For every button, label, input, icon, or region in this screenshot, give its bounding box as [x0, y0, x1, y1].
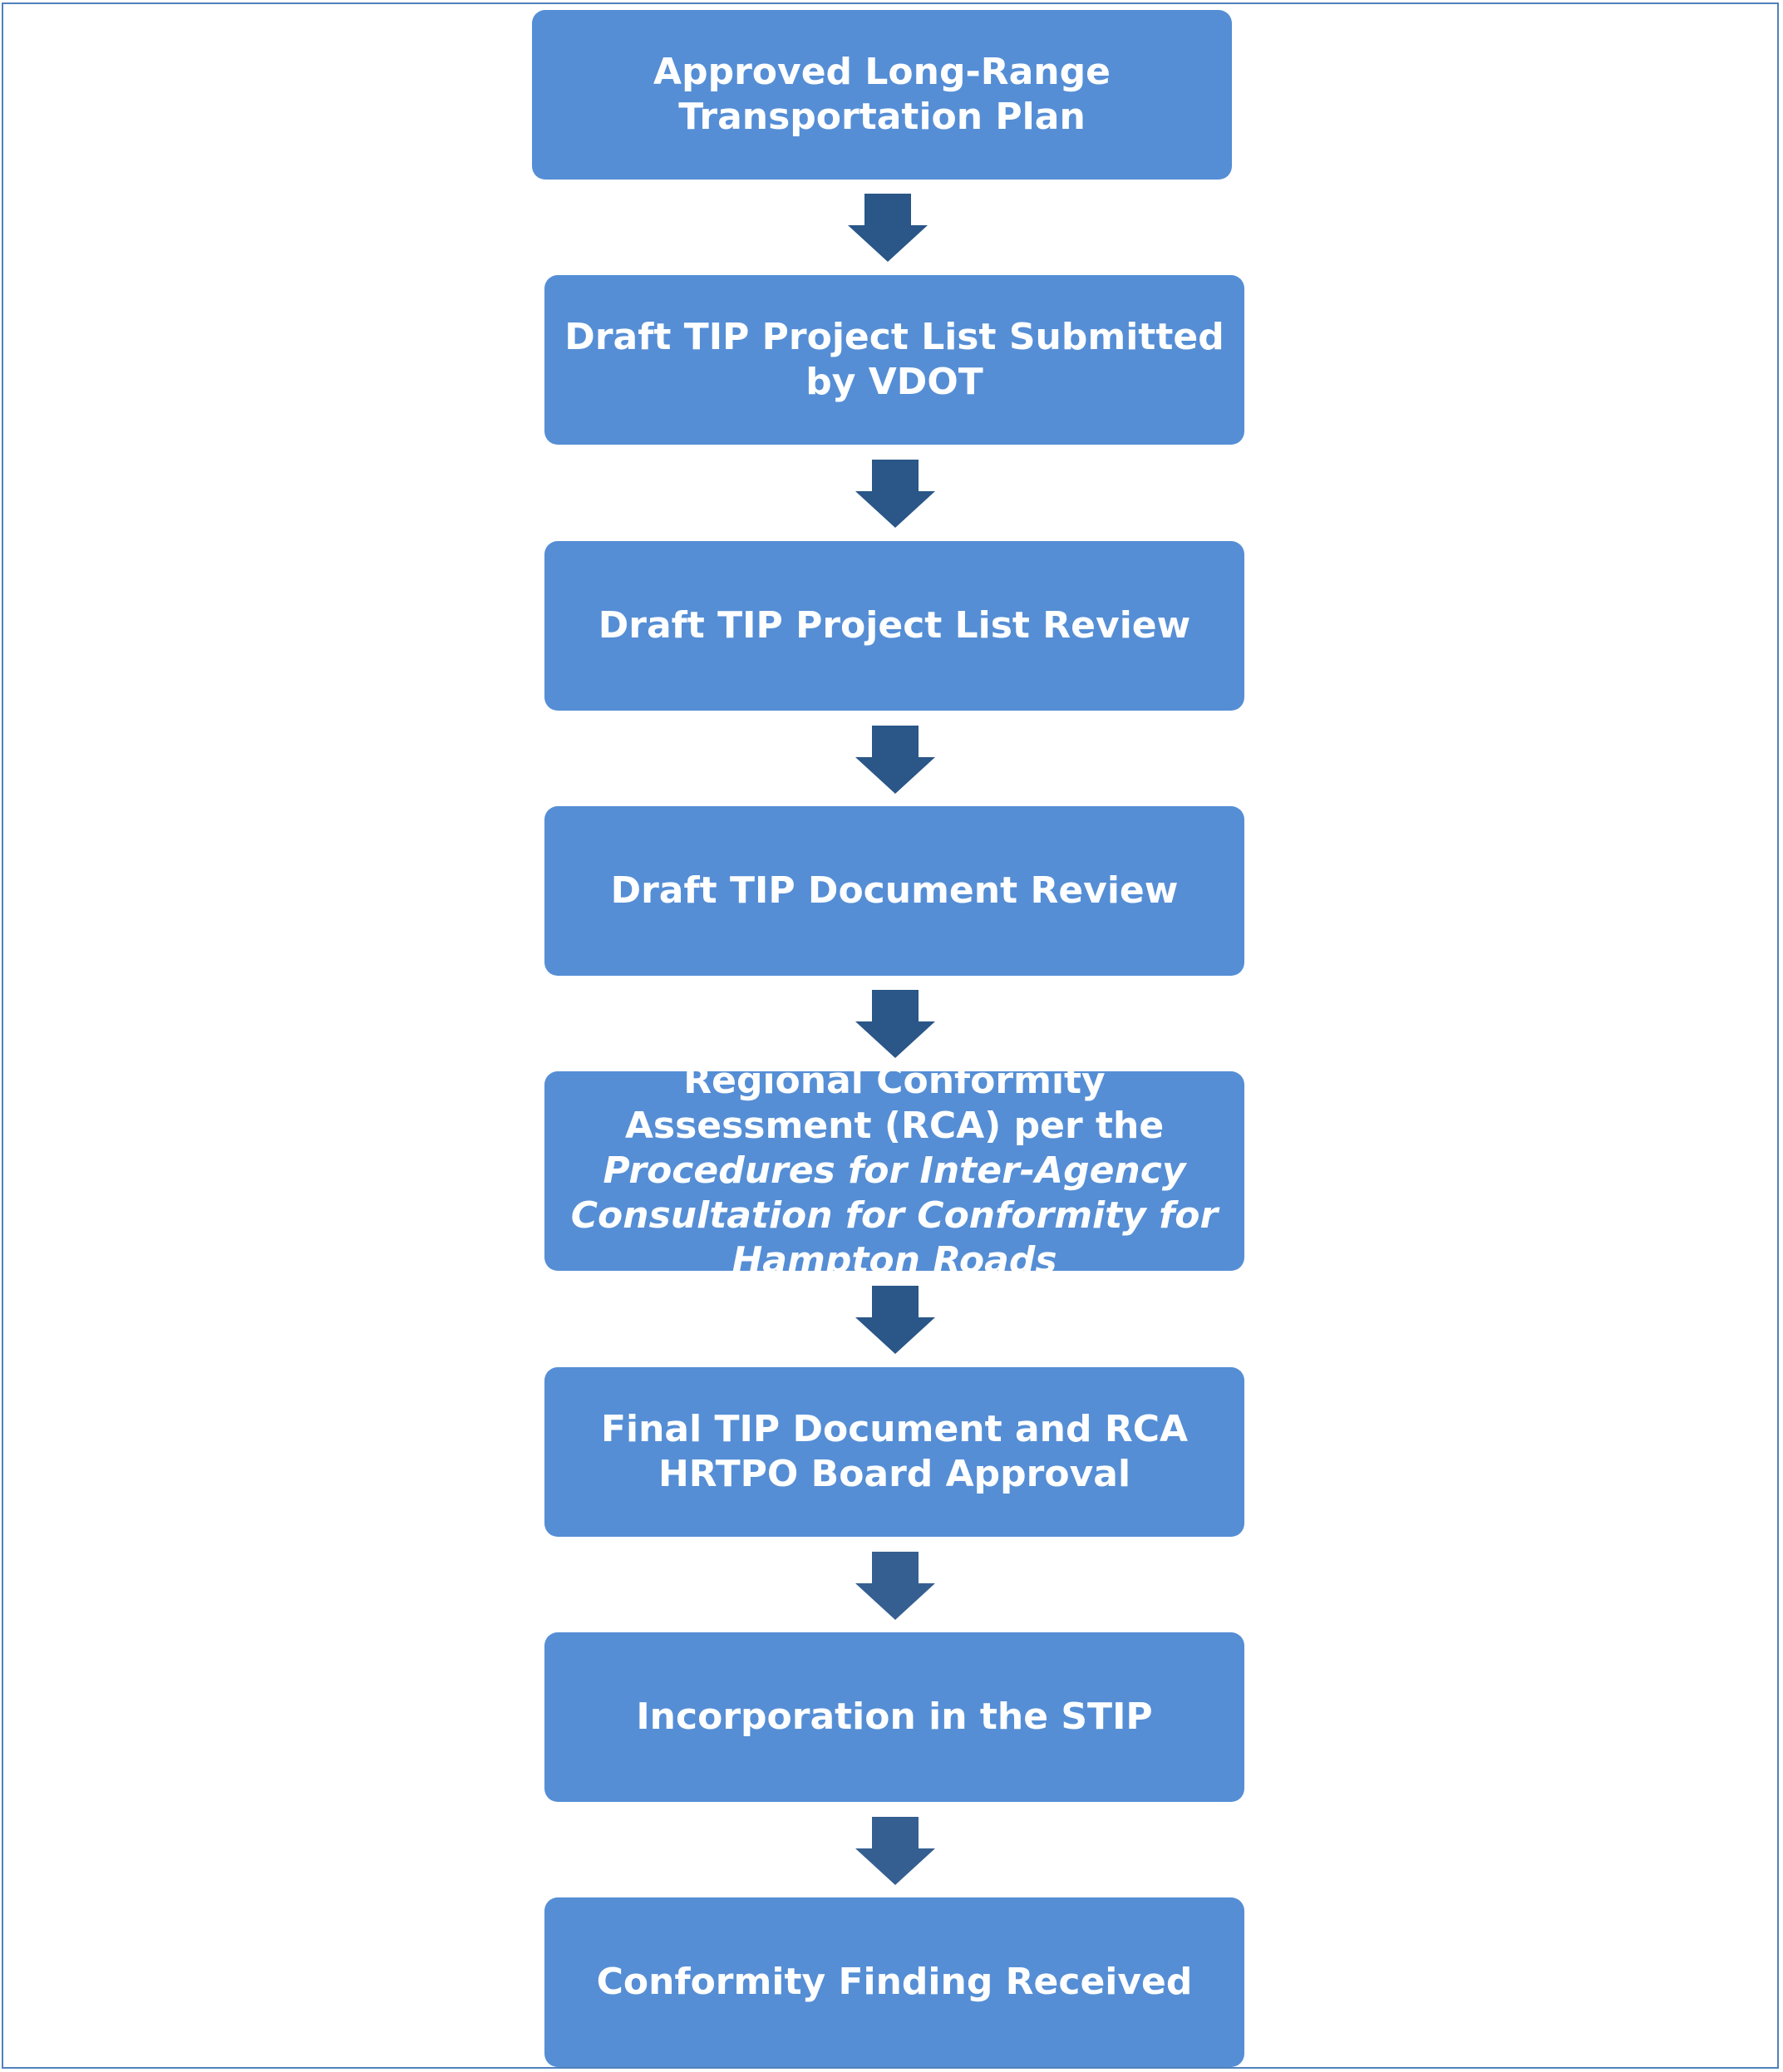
step-conformity-finding: Conformity Finding Received [544, 1897, 1244, 2067]
step-label: Regional Conformity Assessment (RCA) per… [563, 1059, 1226, 1283]
arrow-down-icon [855, 990, 935, 1058]
step-label: Draft TIP Project List Review [598, 604, 1191, 647]
arrow-down-icon [855, 726, 935, 794]
step-label: Approved Long-Range Transportation Plan [653, 51, 1111, 138]
step-draft-list-review: Draft TIP Project List Review [544, 541, 1244, 711]
step-draft-list-submitted: Draft TIP Project List Submitted by VDOT [544, 275, 1244, 445]
step-label: Incorporation in the STIP [636, 1695, 1153, 1738]
step-final-approval: Final TIP Document and RCA HRTPO Board A… [544, 1367, 1244, 1537]
step-rca: Regional Conformity Assessment (RCA) per… [544, 1060, 1244, 1282]
rca-label-plain: Regional Conformity Assessment (RCA) per… [624, 1060, 1165, 1147]
arrow-down-icon [855, 1817, 935, 1885]
arrow-down-icon [855, 460, 935, 528]
step-draft-document-review: Draft TIP Document Review [544, 806, 1244, 976]
step-label: Conformity Finding Received [596, 1961, 1193, 2003]
step-label: Draft TIP Project List Submitted by VDOT [564, 316, 1224, 403]
arrow-down-icon [848, 194, 928, 262]
step-label: Final TIP Document and RCA HRTPO Board A… [600, 1408, 1189, 1495]
step-label: Draft TIP Document Review [610, 869, 1179, 912]
arrow-down-icon [855, 1552, 935, 1620]
arrow-down-icon [855, 1286, 935, 1354]
rca-procedures-title: Procedures for Inter-Agency Consultation… [570, 1149, 1219, 1282]
step-approved-lrtp: Approved Long-Range Transportation Plan [532, 10, 1232, 180]
step-stip-incorporation: Incorporation in the STIP [544, 1632, 1244, 1802]
